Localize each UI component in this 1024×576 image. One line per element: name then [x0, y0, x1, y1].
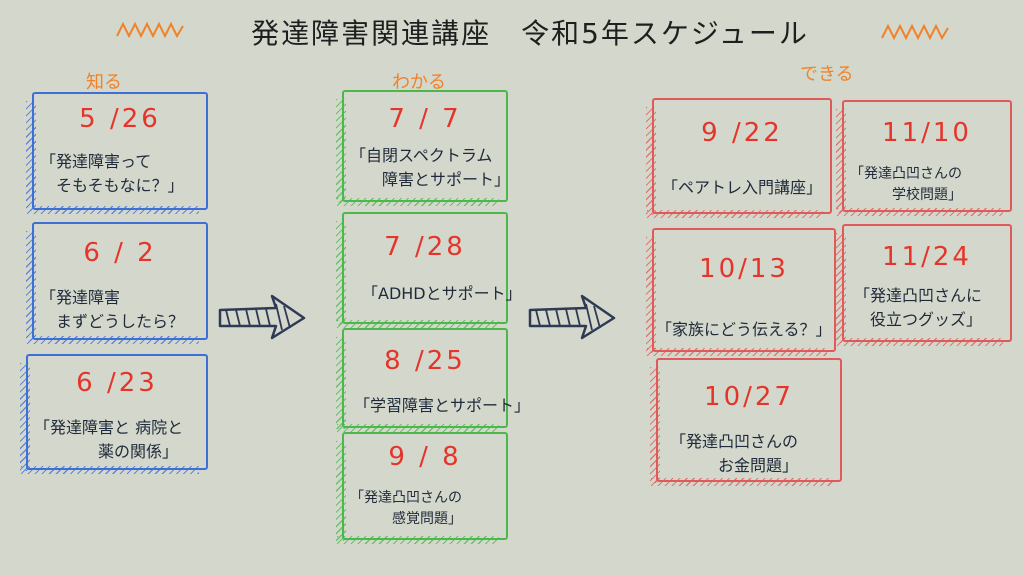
- session-card: 11/24 「発達凸凹さんに 役立つグッズ」: [836, 224, 1012, 346]
- page-title: 発達障害関連講座 令和5年スケジュール: [251, 17, 809, 50]
- session-card: 10/13 「家族にどう伝える？」: [646, 228, 836, 356]
- session-date: 9 / 8: [388, 442, 462, 472]
- session-date: 11/24: [882, 242, 972, 272]
- session-date: 6 /23: [76, 368, 158, 398]
- session-date: 8 /25: [384, 346, 466, 376]
- session-description: 「家族にどう伝える？」: [656, 320, 832, 339]
- column-heading-can-do: できる: [800, 64, 854, 85]
- session-description: 「ADHDとサポート」: [362, 284, 522, 303]
- session-date: 5 /26: [79, 104, 161, 134]
- session-description: 「学習障害とサポート」: [354, 396, 531, 415]
- session-date: 7 / 7: [388, 104, 462, 134]
- session-description: 「発達凸凹さんの 感覚問題」: [350, 490, 462, 527]
- session-description: 「発達障害 まずどうしたら？: [40, 288, 185, 331]
- zigzag-decoration-left: [116, 21, 184, 39]
- zigzag-decoration-right: [881, 23, 949, 41]
- session-date: 10/27: [704, 382, 794, 412]
- session-card: 8 /25 「学習障害とサポート」: [336, 328, 530, 432]
- session-card: 6 /23 「発達障害と 病院と 薬の関係」: [20, 354, 208, 474]
- session-card: 5 /26 「発達障害って そもそもなに？」: [26, 92, 208, 214]
- session-description: 「発達障害って そもそもなに？」: [40, 152, 184, 195]
- session-card: 7 /28 「ADHDとサポート」: [336, 212, 522, 328]
- arrow-right-icon: [528, 294, 616, 340]
- session-date: 7 /28: [384, 232, 466, 262]
- session-description: 「発達障害と 病院と 薬の関係」: [34, 418, 184, 461]
- session-card: 9 / 8 「発達凸凹さんの 感覚問題」: [336, 432, 508, 544]
- column-heading-know: 知る: [86, 72, 122, 93]
- session-card: 9 /22 「ペアトレ入門講座」: [646, 98, 832, 218]
- session-card: 10/27 「発達凸凹さんの お金問題」: [650, 358, 842, 486]
- session-description: 「発達凸凹さんの 学校問題」: [850, 166, 962, 203]
- column-heading-understand: わかる: [392, 72, 446, 93]
- session-description: 「ペアトレ入門講座」: [662, 178, 823, 197]
- session-card: 7 / 7 「自閉スペクトラム 障害とサポート」: [336, 90, 511, 206]
- session-description: 「自閉スペクトラム 障害とサポート」: [350, 146, 511, 189]
- session-date: 10/13: [699, 254, 789, 284]
- session-date: 9 /22: [701, 118, 783, 148]
- session-card: 6 / 2 「発達障害 まずどうしたら？: [26, 222, 208, 344]
- session-date: 11/10: [882, 118, 972, 148]
- session-date: 6 / 2: [83, 238, 157, 268]
- session-description: 「発達凸凹さんの お金問題」: [670, 432, 799, 475]
- arrow-right-icon: [218, 294, 306, 340]
- session-card: 11/10 「発達凸凹さんの 学校問題」: [836, 100, 1012, 216]
- session-description: 「発達凸凹さんに 役立つグッズ」: [854, 286, 983, 329]
